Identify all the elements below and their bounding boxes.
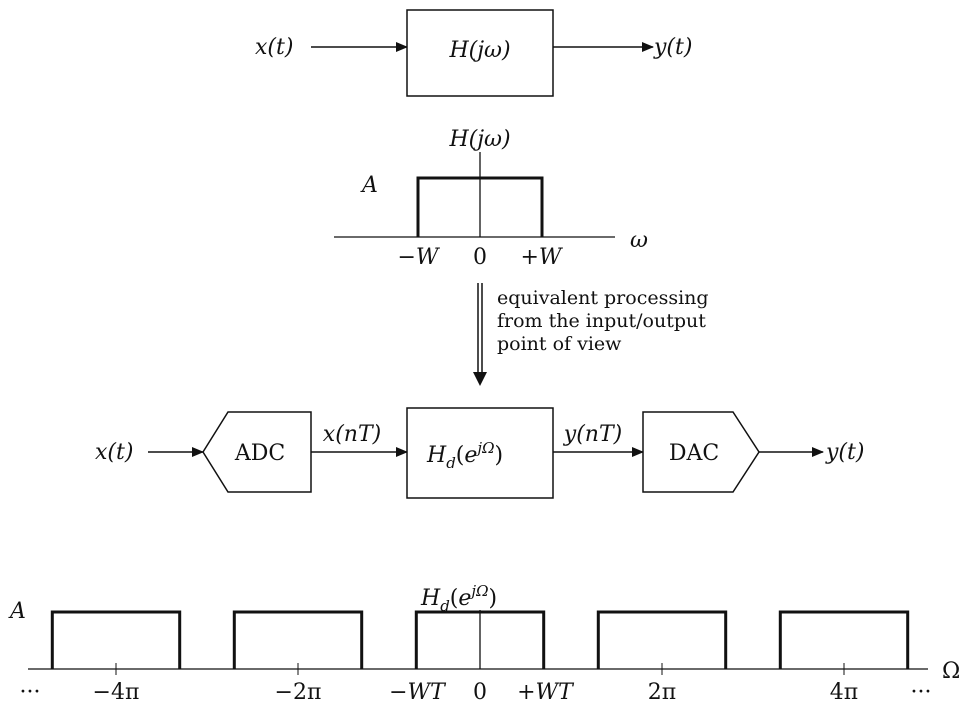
digital-tick-plus-wt: +WT — [517, 680, 575, 705]
digital-tick-zero: 0 — [473, 680, 487, 705]
bottom-chain: x(t) ADC x(nT) Hd(ejΩ) y(nT) DAC y(t) — [95, 407, 864, 499]
equivalence-note-line-1: equivalent processing — [497, 287, 709, 309]
equivalence-arrow-head — [473, 372, 487, 386]
digital-response-title: Hd(ejΩ) — [420, 582, 497, 615]
top-chain: x(t) H(jω) y(t) — [255, 9, 692, 97]
digital-tick-minus-wt: −WT — [389, 680, 447, 705]
digital-filter-block — [406, 407, 554, 499]
analog-passband-pulse — [416, 176, 544, 237]
digital-axis-variable: Ω — [942, 659, 960, 684]
digital-filter-label: Hd(ejΩ) — [426, 439, 503, 472]
equivalence-arrow: equivalent processing from the input/out… — [473, 283, 709, 386]
analog-tick-minus-w: −W — [397, 245, 440, 270]
top-output-label: y(t) — [653, 35, 692, 60]
dac-label: DAC — [669, 441, 719, 466]
digital-pulse-train — [50, 610, 910, 675]
bottom-output-label: y(t) — [825, 440, 864, 465]
top-input-label: x(t) — [255, 35, 293, 60]
analog-tick-plus-w: +W — [520, 245, 563, 270]
digital-ellipsis-left: ··· — [20, 680, 41, 705]
digital-tick-minus-2pi: −2π — [275, 680, 322, 705]
sampled-input-label: x(nT) — [323, 422, 381, 447]
digital-pulse-3 — [596, 610, 728, 669]
equivalence-note-line-3: point of view — [497, 333, 622, 355]
analog-response-title: H(jω) — [448, 127, 510, 152]
digital-pulse-0 — [50, 610, 182, 669]
analog-axis-variable: ω — [630, 228, 648, 253]
analog-filter-block — [406, 9, 554, 97]
digital-ellipsis-right: ··· — [911, 680, 932, 705]
dac-block — [642, 411, 760, 493]
digital-tick-2pi: 2π — [648, 680, 676, 705]
digital-pulse-4 — [778, 610, 910, 669]
analog-tick-zero: 0 — [473, 245, 487, 270]
analog-amplitude-label: A — [360, 173, 378, 198]
bottom-input-label: x(t) — [95, 440, 133, 465]
digital-pulse-1 — [232, 610, 364, 669]
digital-response-plot: Hd(ejΩ) A Ω ··· ··· −4π −2π −WT 0 +WT 2π… — [8, 582, 960, 705]
analog-filter-label: H(jω) — [448, 38, 510, 63]
digital-pulse-2 — [414, 610, 546, 669]
digital-tick-minus-4pi: −4π — [93, 680, 140, 705]
equivalence-note-line-2: from the input/output — [497, 310, 706, 332]
analog-response-plot: H(jω) A ω −W 0 +W — [334, 127, 648, 270]
digital-tick-4pi: 4π — [830, 680, 858, 705]
sampled-output-label: y(nT) — [563, 422, 622, 447]
adc-label: ADC — [234, 441, 285, 466]
digital-amplitude-label: A — [8, 599, 26, 624]
